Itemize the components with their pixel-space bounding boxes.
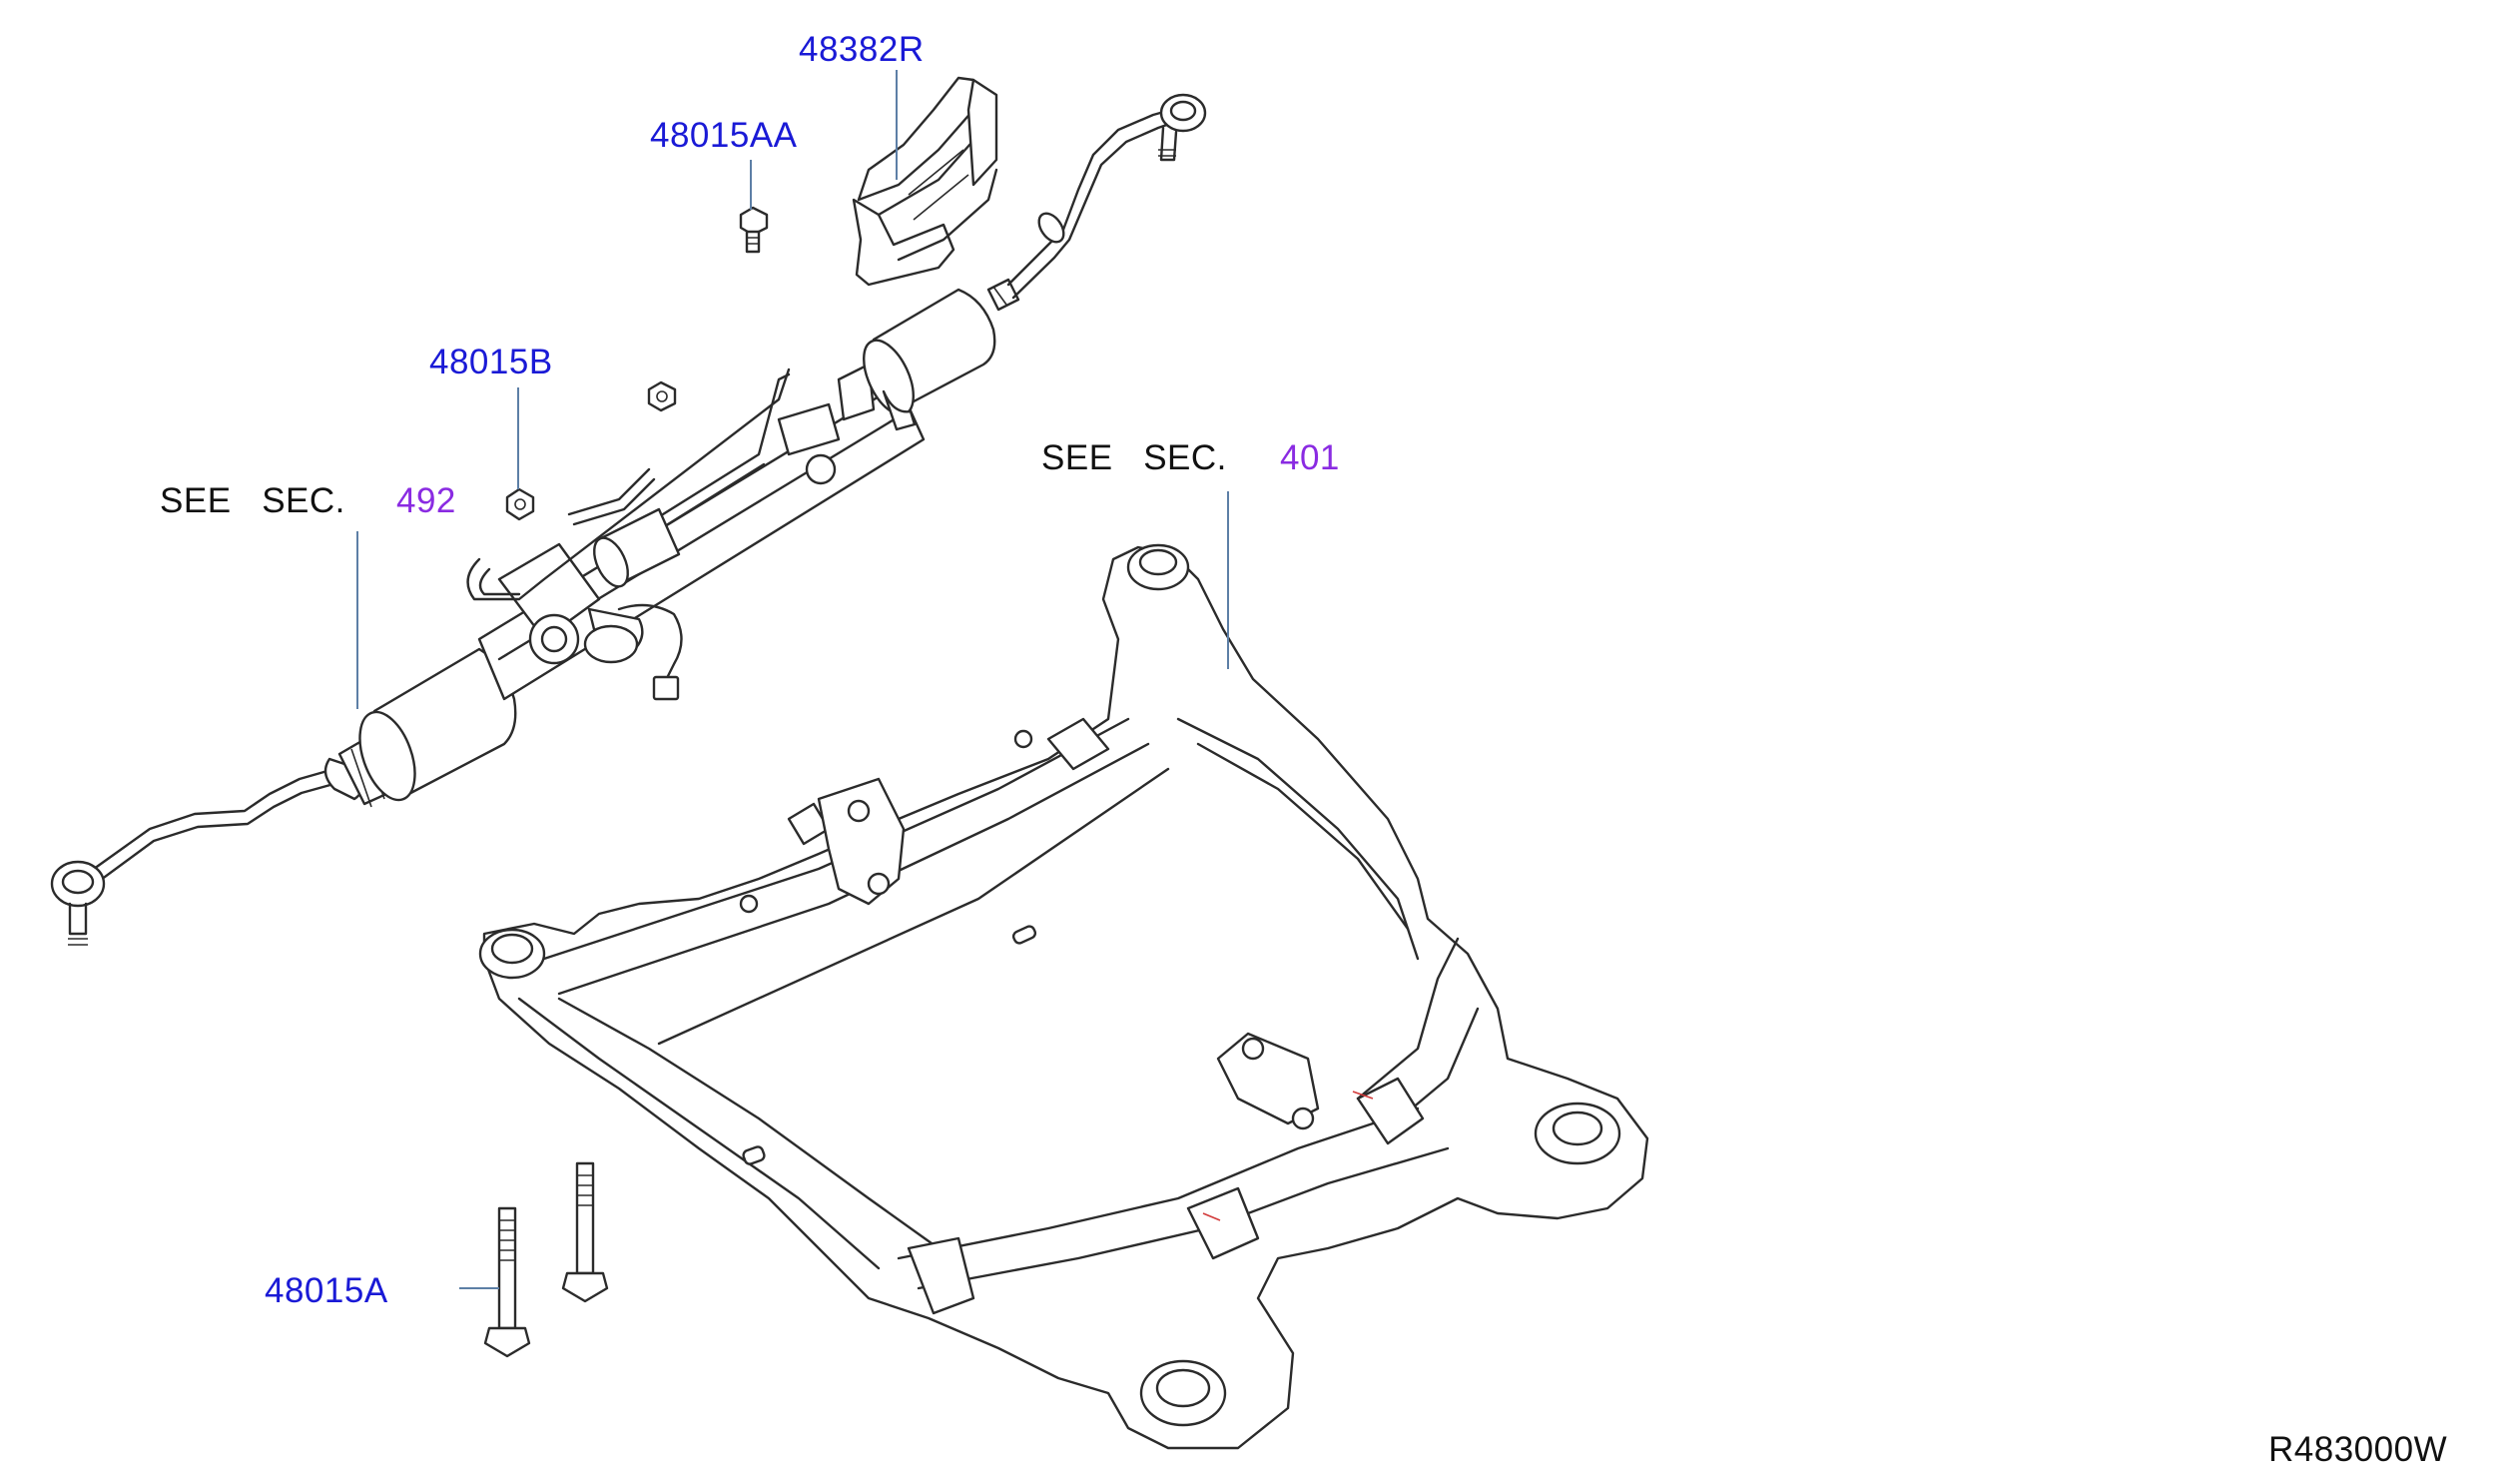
bolts-48015A: [483, 1161, 609, 1358]
section-link-401[interactable]: 401: [1280, 438, 1340, 477]
see-section-text-right: SEE SEC.: [1041, 438, 1227, 477]
heat-shield-48382R: [852, 76, 998, 287]
section-link-492[interactable]: 492: [396, 481, 456, 520]
label-48015A[interactable]: 48015A: [265, 1271, 388, 1310]
front-suspension-member: [478, 543, 1649, 1450]
diagram-reference-code: R483000W: [2268, 1430, 2448, 1469]
leader-lines: [356, 70, 1229, 1289]
bolt-48015AA: [739, 206, 769, 254]
steering-gear-assembly: [50, 93, 1207, 946]
see-section-text-left: SEE SEC.: [160, 481, 345, 520]
label-48015B[interactable]: 48015B: [429, 343, 553, 381]
label-48382R[interactable]: 48382R: [799, 30, 925, 69]
label-48015AA[interactable]: 48015AA: [650, 116, 798, 155]
